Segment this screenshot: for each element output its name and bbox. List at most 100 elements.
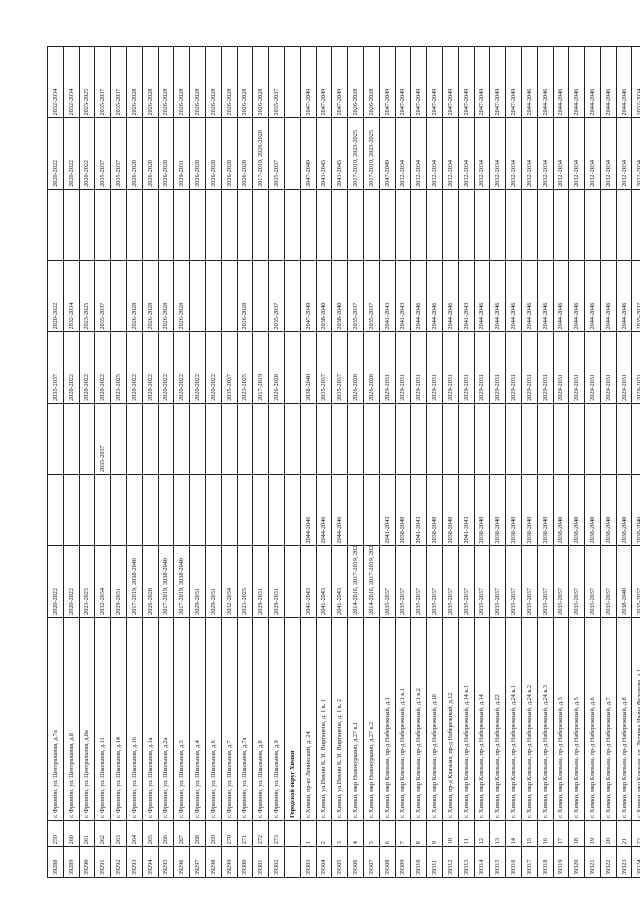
period-cell: 2047-2049 [300, 46, 317, 118]
period-cell: 2032-2034 [584, 117, 601, 190]
period-cell: 2035-2037 [94, 117, 111, 190]
row-number-cell: 10 [442, 820, 459, 847]
row-id-cell: 39316 [505, 846, 522, 878]
period-cell: 2026-2028 [363, 46, 380, 118]
row-number-cell: 7 [395, 820, 411, 847]
period-cell [79, 474, 95, 546]
period-cell [537, 403, 553, 475]
row-id-cell: 39301 [252, 846, 269, 878]
row-number-cell: 262 [94, 820, 111, 847]
address-cell: г. Фрязино, ул. Школьная, д.7а [237, 617, 253, 821]
period-cell [252, 474, 269, 546]
period-cell [237, 189, 253, 261]
period-cell: 2029-2031 [521, 331, 538, 404]
period-cell: 2026-2028 [221, 46, 238, 118]
row-number-cell: 21 [616, 820, 632, 847]
row-number-cell: 17 [553, 820, 569, 847]
period-cell: 2029-2031 [505, 331, 522, 404]
period-cell: 2035-2037 [316, 331, 332, 404]
period-cell: 2047-2049 [426, 46, 443, 118]
period-cell: 2035-2037 [347, 260, 364, 332]
address-cell: г. Химки, мкр Клязьма, пр-д Набережный, … [568, 617, 585, 821]
address-cell: г. Фрязино, ул. Школьная, д.3 [173, 617, 190, 821]
period-cell: 2047-2049 [331, 46, 348, 118]
period-cell: 2047-2049 [458, 46, 475, 118]
period-cell [410, 189, 427, 261]
row-id-cell: 39309 [395, 846, 411, 878]
period-cell: 2026-2028 [237, 117, 253, 190]
period-cell: 2014-2016, 2017-2019, 2023-2025 [363, 546, 380, 618]
period-cell [63, 474, 80, 546]
period-cell: 2035-2037 [474, 546, 490, 618]
period-cell: 2044-2046 [316, 474, 332, 546]
period-cell: 2020-2022 [205, 331, 222, 404]
period-cell [221, 474, 238, 546]
period-cell [284, 403, 301, 475]
row-number-cell: 19 [584, 820, 601, 847]
period-cell [284, 474, 301, 546]
period-cell [363, 189, 380, 261]
period-cell: 2020-2022 [63, 331, 80, 404]
period-cell [158, 189, 174, 261]
row-number-cell: 270 [221, 820, 238, 847]
period-cell [379, 403, 396, 475]
row-number-cell: 18 [568, 820, 585, 847]
period-cell: 2032-2034 [47, 46, 64, 118]
period-cell [553, 189, 569, 261]
period-cell: 2038-2040 [600, 474, 617, 546]
period-cell: 2044-2046 [568, 260, 585, 332]
address-cell: г. Фрязино, ул. Школьная, д.14 [110, 617, 127, 821]
period-cell: 2038-2040 [616, 474, 632, 546]
address-cell: г. Фрязино, ул. Школьная, д.7 [221, 617, 238, 821]
period-cell: 2029-2031 [458, 331, 475, 404]
period-cell: 2032-2034 [426, 117, 443, 190]
address-cell: г. Химки, мкр Клязьма, пр-д Набережный, … [474, 617, 490, 821]
period-cell: 2026-2028 [126, 260, 143, 332]
period-cell [300, 403, 317, 475]
period-cell: 2035-2037 [268, 260, 285, 332]
address-cell: г. Фрязино, ул. Школьная, д.4 [189, 617, 206, 821]
row-number-cell: 268 [189, 820, 206, 847]
period-cell: 2026-2028 [189, 117, 206, 190]
period-cell: 2029-2031 [252, 546, 269, 618]
period-cell: 2029-2031 [442, 331, 459, 404]
period-cell [63, 403, 80, 475]
period-cell [284, 260, 301, 332]
row-number-cell: 260 [63, 820, 80, 847]
period-cell: 2017-2019, 2026-2028 [252, 117, 269, 190]
address-cell: г. Химки, мкр Клязьма, ул. Летчика Ивана… [631, 617, 640, 821]
address-cell: г. Химки, мкр Новокуркино, д.27 к.1 [347, 617, 364, 821]
row-id-cell: 39289 [63, 846, 80, 878]
period-cell [205, 474, 222, 546]
row-id-cell: 39298 [205, 846, 222, 878]
period-cell: 2044-2046 [474, 260, 490, 332]
period-cell [442, 189, 459, 261]
address-cell: г. Химки, ул.Имени К. И. Виртанена, д. 1… [316, 617, 332, 821]
period-cell: 2020-2022 [158, 331, 174, 404]
row-id-cell: 39304 [316, 846, 332, 878]
period-cell: 2023-2025 [79, 46, 95, 118]
row-id-cell: 39302 [268, 846, 285, 878]
period-cell: 2035-2037 [410, 546, 427, 618]
period-cell: 2029-2031 [205, 546, 222, 618]
period-cell: 2023-2025 [79, 546, 95, 618]
row-number-cell: 6 [379, 820, 396, 847]
period-cell: 2035-2037 [442, 546, 459, 618]
period-cell: 2026-2028 [158, 46, 174, 118]
row-number-cell: 267 [173, 820, 190, 847]
period-cell: 2038-2040 [489, 474, 506, 546]
period-cell [331, 189, 348, 261]
period-cell [505, 403, 522, 475]
address-cell: г. Фрязино, ул. Школьная, д.11 [94, 617, 111, 821]
period-cell [252, 260, 269, 332]
address-cell: г. Химки, пр-кт Ленинский, д. 24 [300, 617, 317, 821]
period-cell: 2029-2031 [584, 331, 601, 404]
